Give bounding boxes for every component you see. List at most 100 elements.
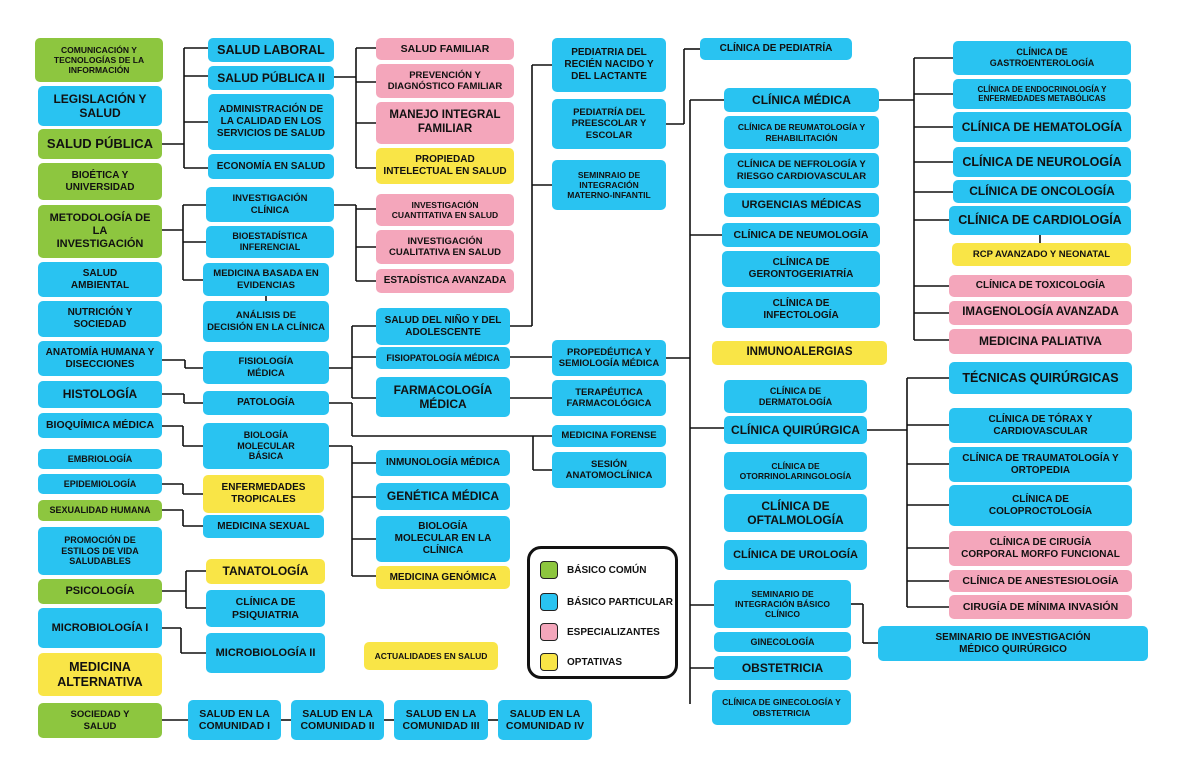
- course-urgencias: URGENCIAS MÉDICAS: [724, 193, 879, 217]
- course-embriologia: EMBRIOLOGÍA: [38, 449, 162, 469]
- course-medicina-genomica: MEDICINA GENÓMICA: [376, 566, 510, 589]
- course-pediatria-preescolar: PEDIATRÍA DEL PREESCOLAR Y ESCOLAR: [552, 99, 666, 149]
- legend-label: ESPECIALIZANTES: [567, 626, 660, 638]
- course-actualidades: ACTUALIDADES EN SALUD: [364, 642, 498, 670]
- course-salud-familiar: SALUD FAMILIAR: [376, 38, 514, 60]
- course-clinica-pediatria: CLÍNICA DE PEDIATRÍA: [700, 38, 852, 60]
- legend-swatch-pink: [540, 623, 558, 641]
- legend-item-basico-particular: BÁSICO PARTICULAR: [540, 593, 673, 611]
- course-economia: ECONOMÍA EN SALUD: [208, 154, 334, 179]
- course-medicina-alternativa: MEDICINA ALTERNATIVA: [38, 653, 162, 696]
- course-bioetica: BIOÉTICA Y UNIVERSIDAD: [38, 163, 162, 200]
- course-inmunologia: INMUNOLOGÍA MÉDICA: [376, 450, 510, 476]
- course-salud-ambiental: SALUD AMBIENTAL: [38, 262, 162, 297]
- course-medicina-paliativa: MEDICINA PALIATIVA: [949, 329, 1132, 354]
- course-salud-publica: SALUD PÚBLICA: [38, 129, 162, 159]
- course-propedeutica: PROPEDÉUTICA Y SEMIOLOGÍA MÉDICA: [552, 340, 666, 376]
- course-prevencion: PREVENCIÓN Y DIAGNÓSTICO FAMILIAR: [376, 64, 514, 98]
- course-tanatologia: TANATOLOGÍA: [206, 559, 325, 584]
- course-urologia: CLÍNICA DE UROLOGÍA: [724, 540, 867, 570]
- course-salud-publica-2: SALUD PÚBLICA II: [208, 66, 334, 90]
- course-legislacion: LEGISLACIÓN Y SALUD: [38, 86, 162, 126]
- course-fisiopatologia: FISIOPATOLOGÍA MÉDICA: [376, 347, 510, 369]
- course-imagenologia: IMAGENOLOGÍA AVANZADA: [949, 301, 1132, 325]
- course-seminario-materno-infantil: SEMINRAIO DE INTEGRACIÓN MATERNO-INFANTI…: [552, 160, 666, 210]
- course-otorrinolaringologia: CLÍNICA DE OTORRINOLARINGOLOGÍA: [724, 452, 867, 490]
- course-clinica-medica: CLÍNICA MÉDICA: [724, 88, 879, 112]
- course-gerontogeriatria: CLÍNICA DE GERONTOGERIATRÍA: [722, 251, 880, 287]
- course-metodologia: METODOLOGÍA DE LA INVESTIGACIÓN: [38, 205, 162, 258]
- course-terapeutica: TERAPÉUTICA FARMACOLÓGICA: [552, 380, 666, 416]
- course-torax: CLÍNICA DE TÓRAX Y CARDIOVASCULAR: [949, 408, 1132, 443]
- course-comunidad-2: SALUD EN LA COMUNIDAD II: [291, 700, 384, 740]
- course-reumatologia: CLÍNICA DE REUMATOLOGÍA Y REHABILITACIÓN: [724, 116, 879, 149]
- course-nefrologia: CLÍNICA DE NEFROLOGÍA Y RIESGO CARDIOVAS…: [724, 153, 879, 188]
- course-traumatologia: CLÍNICA DE TRAUMATOLOGÍA Y ORTOPEDIA: [949, 447, 1132, 482]
- legend-swatch-yellow: [540, 653, 558, 671]
- course-biologia-basica: BIOLOGÍA MOLECULAR BÁSICA: [203, 423, 329, 469]
- course-microbiologia-1: MICROBIOLOGÍA I: [38, 608, 162, 648]
- legend-label: BÁSICO COMÚN: [567, 564, 647, 576]
- course-cardiologia: CLÍNICA DE CARDIOLOGÍA: [949, 206, 1131, 235]
- course-seminario-medico-quirurgico: SEMINARIO DE INVESTIGACIÓN MÉDICO QUIRÚR…: [878, 626, 1148, 661]
- course-biologia-clinica: BIOLOGÍA MOLECULAR EN LA CLÍNICA: [376, 516, 510, 562]
- legend-label: OPTATIVAS: [567, 656, 622, 668]
- course-sociedad-salud: SOCIEDAD Y SALUD: [38, 703, 162, 738]
- course-ginecologia-obstetricia: CLÍNICA DE GINECOLOGÍA Y OBSTETRICIA: [712, 690, 851, 725]
- course-comunidad-4: SALUD EN LA COMUNIDAD IV: [498, 700, 592, 740]
- course-nutricion: NUTRICIÓN Y SOCIEDAD: [38, 301, 162, 337]
- course-histologia: HISTOLOGÍA: [38, 381, 162, 408]
- course-epidemiologia: EPIDEMIOLOGÍA: [38, 474, 162, 494]
- legend: BÁSICO COMÚN BÁSICO PARTICULAR ESPECIALI…: [527, 546, 678, 679]
- course-manejo-integral: MANEJO INTEGRAL FAMILIAR: [376, 102, 514, 144]
- course-sexualidad: SEXUALIDAD HUMANA: [38, 500, 162, 521]
- course-inmunoalergias: INMUNOALERGIAS: [712, 341, 887, 365]
- course-infectologia: CLÍNICA DE INFECTOLOGÍA: [722, 292, 880, 328]
- course-seminario-basico-clinico: SEMINARIO DE INTEGRACIÓN BÁSICO CLÍNICO: [714, 580, 851, 628]
- course-inv-cuantitativa: INVESTIGACIÓN CUANTITATIVA EN SALUD: [376, 194, 514, 226]
- course-minima-invasion: CIRUGÍA DE MÍNIMA INVASIÓN: [949, 595, 1132, 619]
- course-oftalmologia: CLÍNICA DE OFTALMOLOGÍA: [724, 494, 867, 532]
- course-sesion-anatomoclinica: SESIÓN ANATOMOCLÍNICA: [552, 452, 666, 488]
- course-microbiologia-2: MICROBIOLOGÍA II: [206, 633, 325, 673]
- legend-item-basico-comun: BÁSICO COMÚN: [540, 561, 646, 579]
- course-genetica: GENÉTICA MÉDICA: [376, 483, 510, 510]
- course-psicologia: PSICOLOGÍA: [38, 579, 162, 604]
- course-hematologia: CLÍNICA DE HEMATOLOGÍA: [953, 112, 1131, 142]
- course-morfo-funcional: CLÍNICA DE CIRUGÍA CORPORAL MORFO FUNCIO…: [949, 531, 1132, 566]
- course-pediatria-recien-nacido: PEDIATRIA DEL RECIÉN NACIDO Y DEL LACTAN…: [552, 38, 666, 92]
- course-inv-cualitativa: INVESTIGACIÓN CUALITATIVA EN SALUD: [376, 230, 514, 264]
- course-neurologia: CLÍNICA DE NEUROLOGÍA: [953, 147, 1131, 177]
- course-medicina-sexual: MEDICINA SEXUAL: [203, 515, 324, 538]
- course-neumologia: CLÍNICA DE NEUMOLOGÍA: [722, 223, 880, 247]
- course-anatomia: ANATOMÍA HUMANA Y DISECCIONES: [38, 341, 162, 376]
- course-anestesiologia: CLÍNICA DE ANESTESIOLOGÍA: [949, 570, 1132, 592]
- course-bioestadistica: BIOESTADÍSTICA INFERENCIAL: [206, 226, 334, 258]
- course-comunicacion: COMUNICACIÓN Y TECNOLOGÍAS DE LA INFORMA…: [35, 38, 163, 82]
- course-endocrinologia: CLÍNICA DE ENDOCRINOLOGÍA Y ENFERMEDADES…: [953, 79, 1131, 109]
- course-administracion: ADMINISTRACIÓN DE LA CALIDAD EN LOS SERV…: [208, 94, 334, 150]
- legend-label: BÁSICO PARTICULAR: [567, 596, 673, 608]
- course-dermatologia: CLÍNICA DE DERMATOLOGÍA: [724, 380, 867, 413]
- course-estadistica-avanzada: ESTADÍSTICA AVANZADA: [376, 269, 514, 293]
- course-toxicologia: CLÍNICA DE TOXICOLOGÍA: [949, 275, 1132, 297]
- course-propiedad-intelectual: PROPIEDAD INTELECTUAL EN SALUD: [376, 148, 514, 184]
- course-nino-adolescente: SALUD DEL NIÑO Y DEL ADOLESCENTE: [376, 308, 510, 345]
- course-bioquimica: BIOQUÍMICA MÉDICA: [38, 413, 162, 438]
- course-tecnicas-quirurgicas: TÉCNICAS QUIRÚRGICAS: [949, 362, 1132, 394]
- course-comunidad-1: SALUD EN LA COMUNIDAD I: [188, 700, 281, 740]
- course-obstetricia: OBSTETRICIA: [714, 656, 851, 680]
- course-comunidad-3: SALUD EN LA COMUNIDAD III: [394, 700, 488, 740]
- legend-item-especializantes: ESPECIALIZANTES: [540, 623, 660, 641]
- legend-swatch-green: [540, 561, 558, 579]
- legend-swatch-blue: [540, 593, 558, 611]
- course-ginecologia: GINECOLOGÍA: [714, 632, 851, 652]
- course-patologia: PATOLOGÍA: [203, 391, 329, 415]
- course-psiquiatria: CLÍNICA DE PSIQUIATRIA: [206, 590, 325, 627]
- course-medicina-forense: MEDICINA FORENSE: [552, 425, 666, 447]
- course-coloproctologia: CLÍNICA DE COLOPROCTOLOGÍA: [949, 485, 1132, 526]
- course-investigacion-clinica: INVESTIGACIÓN CLÍNICA: [206, 187, 334, 222]
- course-clinica-quirurgica: CLÍNICA QUIRÚRGICA: [724, 416, 867, 444]
- course-medicina-evidencias: MEDICINA BASADA EN EVIDENCIAS: [203, 263, 329, 296]
